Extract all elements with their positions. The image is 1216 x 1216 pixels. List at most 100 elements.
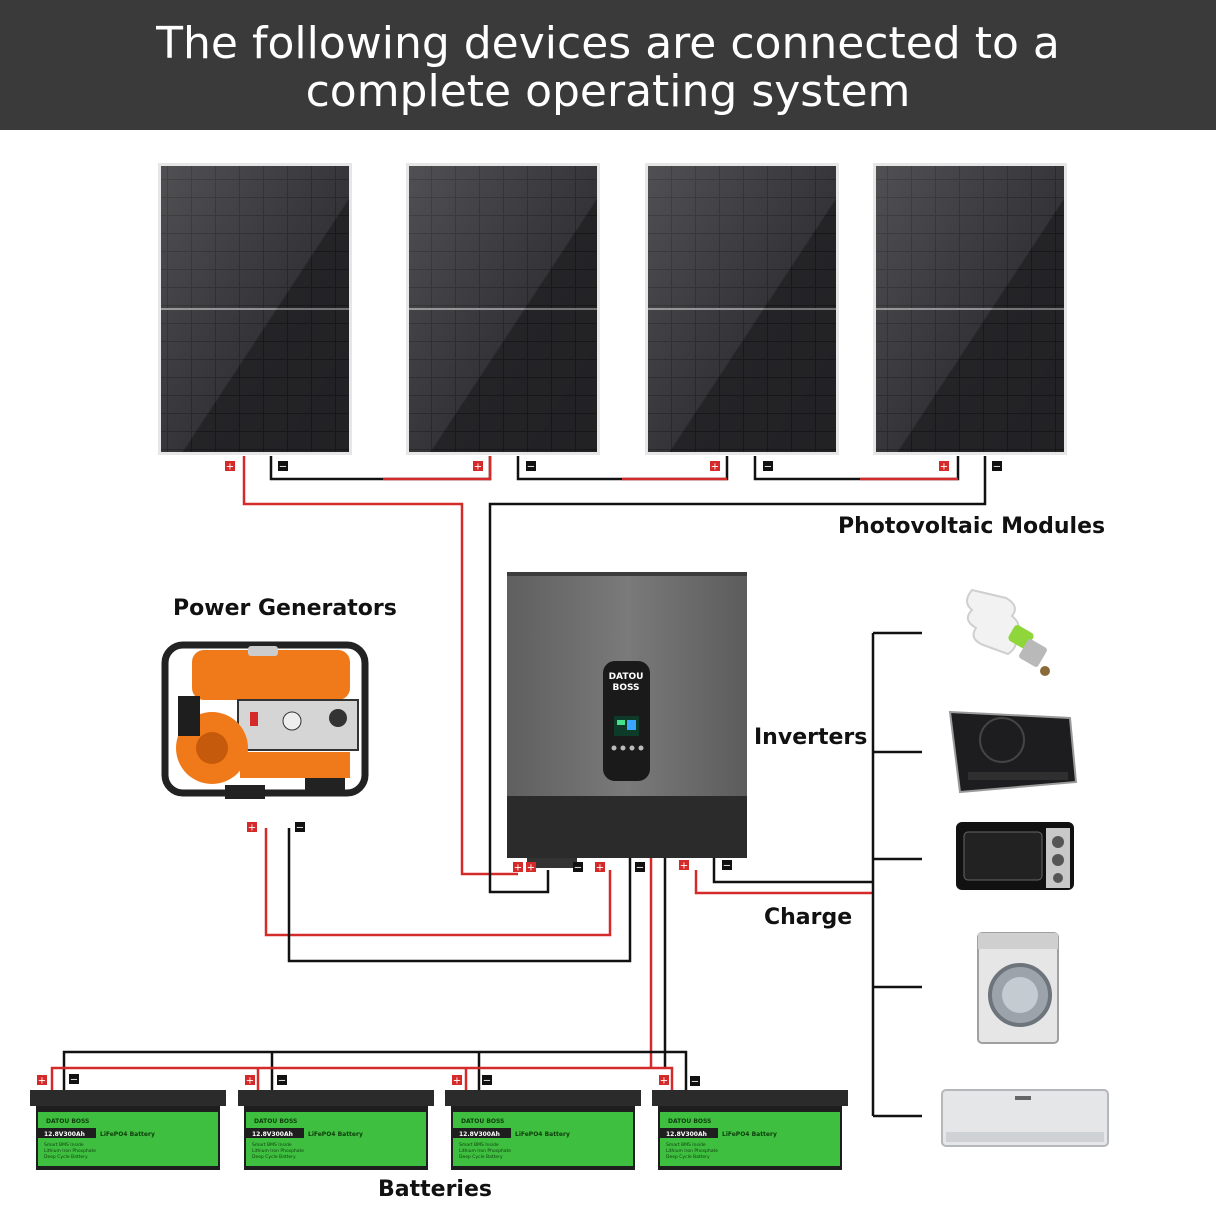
negative-terminal-marker: − [278, 461, 288, 473]
solar-panel-3 [645, 163, 839, 455]
positive-terminal-marker: + [595, 862, 605, 874]
positive-terminal-marker: + [225, 461, 235, 473]
negative-terminal-symbol: − [691, 1077, 699, 1088]
positive-terminal-symbol: + [514, 863, 522, 874]
positive-terminal-marker: + [513, 862, 523, 874]
positive-terminal-symbol: + [226, 462, 234, 473]
negative-terminal-marker: − [992, 461, 1002, 473]
positive-terminal-symbol: + [246, 1076, 254, 1087]
battery-1 [30, 1090, 226, 1170]
terminal-markers: + − + − + − + − + − + + − + − + − + − + − + − + − [37, 461, 1002, 1088]
battery-4-brand: DATOU BOSS [668, 1118, 711, 1125]
negative-terminal-symbol: − [70, 1075, 78, 1086]
pv-wiring [242, 456, 987, 894]
positive-terminal-symbol: + [680, 861, 688, 872]
battery-2 [238, 1090, 434, 1170]
generators-label: Power Generators [173, 596, 397, 621]
battery-2-brand: DATOU BOSS [254, 1118, 297, 1125]
solar-panel-2 [406, 163, 600, 455]
battery-1-type: LiFePO4 Battery [100, 1131, 155, 1138]
battery-4-type: LiFePO4 Battery [722, 1131, 777, 1138]
induction-cooktop-icon [948, 710, 1078, 794]
positive-terminal-symbol: + [596, 863, 604, 874]
negative-terminal-symbol: − [723, 861, 731, 872]
generator-wiring [264, 828, 632, 963]
battery-3-desc1: Smart BMS Inside [459, 1142, 499, 1148]
battery-2-desc2: Lithium Iron Phosphate [252, 1148, 304, 1154]
load-bus [871, 631, 922, 1118]
inverters-label: Inverters [754, 725, 868, 750]
battery-3-desc2: Lithium Iron Phosphate [459, 1148, 511, 1154]
positive-terminal-marker: + [37, 1075, 47, 1087]
negative-terminal-symbol: − [574, 863, 582, 874]
washing-machine-icon [977, 932, 1059, 1044]
positive-terminal-symbol: + [660, 1076, 668, 1087]
positive-terminal-marker: + [473, 461, 483, 473]
battery-3-desc3: Deep Cycle Battery [459, 1154, 503, 1160]
solar-panel-4 [873, 163, 1067, 455]
power-generator [161, 641, 369, 799]
negative-terminal-symbol: − [483, 1076, 491, 1087]
solar-panel-1 [158, 163, 352, 455]
negative-terminal-marker: − [277, 1075, 287, 1087]
negative-terminal-marker: − [573, 862, 583, 874]
battery-4 [652, 1090, 848, 1170]
battery-4-desc1: Smart BMS Inside [666, 1142, 706, 1148]
battery-bus [50, 1050, 688, 1090]
title-line-2: complete operating system [305, 66, 911, 117]
negative-terminal-symbol: − [296, 823, 304, 834]
negative-terminal-marker: − [722, 860, 732, 872]
battery-2-spec: 12.8V300Ah [252, 1131, 293, 1138]
battery-2-desc3: Deep Cycle Battery [252, 1154, 296, 1160]
negative-terminal-symbol: − [764, 462, 772, 473]
negative-terminal-marker: − [526, 461, 536, 473]
positive-terminal-marker: + [939, 461, 949, 473]
positive-terminal-marker: + [710, 461, 720, 473]
negative-terminal-marker: − [635, 862, 645, 874]
positive-terminal-symbol: + [527, 863, 535, 874]
title-line-1: The following devices are connected to a [156, 18, 1060, 69]
battery-3-type: LiFePO4 Battery [515, 1131, 570, 1138]
positive-terminal-marker: + [245, 1075, 255, 1087]
positive-terminal-symbol: + [38, 1076, 46, 1087]
positive-terminal-marker: + [659, 1075, 669, 1087]
positive-terminal-marker: + [452, 1075, 462, 1087]
battery-3-brand: DATOU BOSS [461, 1118, 504, 1125]
battery-1-desc1: Smart BMS Inside [44, 1142, 84, 1148]
positive-terminal-symbol: + [248, 823, 256, 834]
negative-terminal-symbol: − [279, 462, 287, 473]
positive-terminal-marker: + [247, 822, 257, 834]
charge-label: Charge [764, 905, 853, 930]
battery-1-brand: DATOU BOSS [46, 1118, 89, 1125]
toaster-oven-icon [956, 822, 1074, 890]
positive-terminal-symbol: + [453, 1076, 461, 1087]
negative-terminal-marker: − [690, 1076, 700, 1088]
air-conditioner-icon [941, 1089, 1109, 1147]
positive-terminal-symbol: + [711, 462, 719, 473]
batteries-label: Batteries [378, 1177, 492, 1202]
inverter [507, 572, 747, 868]
battery-1-desc3: Deep Cycle Battery [44, 1154, 88, 1160]
battery-2-type: LiFePO4 Battery [308, 1131, 363, 1138]
negative-terminal-marker: − [69, 1074, 79, 1086]
negative-terminal-symbol: − [527, 462, 535, 473]
positive-terminal-marker: + [526, 862, 536, 874]
positive-terminal-symbol: + [474, 462, 482, 473]
battery-3-spec: 12.8V300Ah [459, 1131, 500, 1138]
positive-terminal-symbol: + [940, 462, 948, 473]
title-banner: The following devices are connected to a… [0, 0, 1216, 130]
negative-terminal-marker: − [482, 1075, 492, 1087]
battery-2-desc1: Smart BMS Inside [252, 1142, 292, 1148]
inverter-brand-1: DATOU [609, 672, 644, 682]
inverter-output-wiring [649, 858, 873, 1068]
battery-1-spec: 12.8V300Ah [44, 1131, 85, 1138]
negative-terminal-symbol: − [636, 863, 644, 874]
negative-terminal-symbol: − [278, 1076, 286, 1087]
inverter-brand-2: BOSS [612, 683, 639, 693]
battery-4-desc3: Deep Cycle Battery [666, 1154, 710, 1160]
negative-terminal-symbol: − [993, 462, 1001, 473]
battery-3 [445, 1090, 641, 1170]
light-bulb-icon [966, 588, 1050, 676]
battery-4-spec: 12.8V300Ah [666, 1131, 707, 1138]
